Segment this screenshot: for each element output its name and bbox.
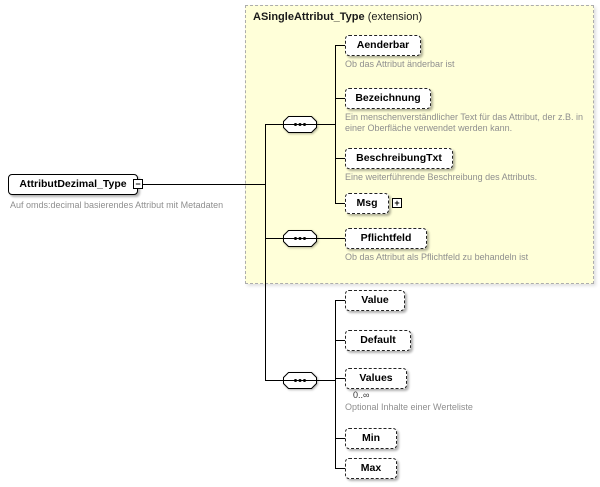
element-description: Eine weiterführende Beschreibung des Att… xyxy=(345,172,538,182)
element-node-max[interactable]: Max xyxy=(345,458,397,479)
connector xyxy=(335,45,345,46)
connector xyxy=(335,300,345,301)
element-node-beschreibungtxt[interactable]: BeschreibungTxt xyxy=(345,148,453,169)
connector xyxy=(317,380,335,381)
cardinality-label: 0..∞ xyxy=(353,390,370,400)
connector-branch xyxy=(335,45,336,204)
sequence-compositor-icon[interactable] xyxy=(283,230,317,247)
element-node-aenderbar[interactable]: Aenderbar xyxy=(345,35,421,56)
collapse-handle-icon[interactable]: − xyxy=(133,179,143,189)
element-description: Auf omds:decimal basierendes Attribut mi… xyxy=(10,200,224,210)
extension-base-type-name: ASingleAttribut_Type xyxy=(253,11,365,23)
element-node-default[interactable]: Default xyxy=(345,330,411,351)
extension-label-suffix: (extension) xyxy=(364,11,423,23)
connector xyxy=(317,124,335,125)
extension-region-label: ASingleAttribut_Type (extension) xyxy=(253,11,422,23)
element-node-value[interactable]: Value xyxy=(345,290,405,311)
element-description: Ob das Attribut als Pflichtfeld zu behan… xyxy=(345,252,529,262)
connector xyxy=(335,203,345,204)
connector xyxy=(335,158,345,159)
connector-branch xyxy=(335,300,336,469)
element-description: Optional Inhalte einer Werteliste xyxy=(345,402,473,412)
connector xyxy=(265,124,283,125)
connector-trunk xyxy=(265,124,266,381)
sequence-compositor-icon[interactable] xyxy=(283,116,317,133)
connector xyxy=(265,238,283,239)
element-node-msg[interactable]: Msg xyxy=(345,193,389,214)
connector xyxy=(335,340,345,341)
connector xyxy=(335,98,345,99)
connector xyxy=(265,380,283,381)
element-description: Ob das Attribut änderbar ist xyxy=(345,59,455,69)
connector xyxy=(335,468,345,469)
element-description: Ein menschenverständlicher Text für das … xyxy=(345,112,583,133)
connector-root xyxy=(143,184,265,185)
expand-handle-icon[interactable]: + xyxy=(392,198,402,208)
element-node-min[interactable]: Min xyxy=(345,428,397,449)
element-node-root[interactable]: AttributDezimal_Type xyxy=(8,174,138,195)
element-node-pflichtfeld[interactable]: Pflichtfeld xyxy=(345,228,427,249)
connector xyxy=(335,378,345,379)
sequence-compositor-icon[interactable] xyxy=(283,372,317,389)
element-node-values[interactable]: Values xyxy=(345,368,407,389)
element-node-bezeichnung[interactable]: Bezeichnung xyxy=(345,88,431,109)
connector xyxy=(335,438,345,439)
connector xyxy=(317,238,345,239)
